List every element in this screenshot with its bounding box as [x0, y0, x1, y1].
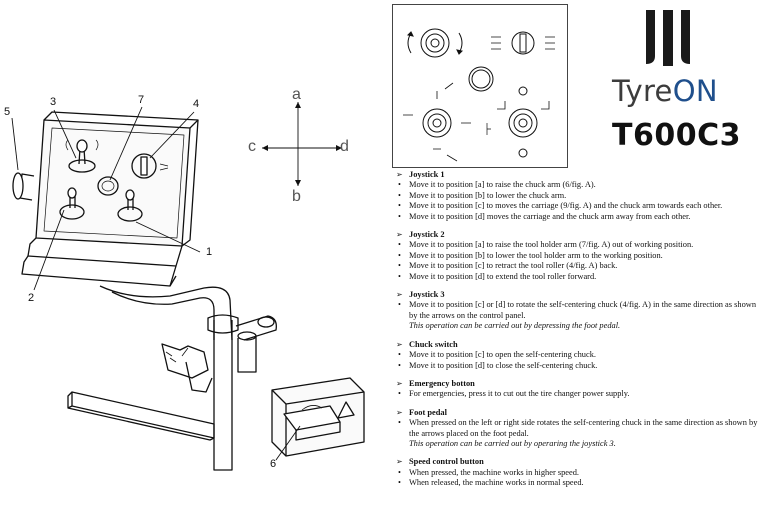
section-title: Chuck switch [396, 340, 766, 351]
section-title: Emergency botton [396, 379, 766, 390]
section-speed-control-button: Speed control button When pressed, the m… [396, 457, 766, 489]
direction-label-c: c [248, 138, 256, 155]
section-emergency-button: Emergency botton For emergencies, press … [396, 379, 766, 400]
callout-6: 6 [270, 458, 277, 470]
callout-5: 5 [4, 106, 11, 118]
model-number: T600C3 [612, 118, 741, 153]
control-panel-figure [392, 4, 568, 168]
control-panel-diagram [403, 28, 555, 162]
section-chuck-switch: Chuck switch Move it to position [c] to … [396, 340, 766, 372]
control-unit-drawing [11, 102, 365, 471]
direction-label-b: b [292, 188, 301, 205]
section-joystick-2: Joystick 2 Move it to position [a] to ra… [396, 230, 766, 282]
section-note: This operation can be carried out by dep… [409, 321, 621, 331]
list-item: Move it to position [c] to retract the t… [396, 261, 766, 272]
list-item: Move it to position [c] to open the self… [396, 350, 766, 361]
callout-7: 7 [138, 94, 145, 106]
list-item: Move it to position [a] to raise the too… [396, 240, 766, 251]
list-item: Move it to position [b] to lower the too… [396, 251, 766, 262]
section-title: Speed control button [396, 457, 766, 468]
instructions: Joystick 1 Move it to position [a] to ra… [396, 170, 766, 497]
list-item: Move it to position [d] moves the carria… [396, 212, 766, 223]
section-note: This operation can be carried out by ope… [409, 438, 616, 448]
section-joystick-3: Joystick 3 Move it to position [c] or [d… [396, 290, 766, 332]
list-item: For emergencies, press it to cut out the… [396, 389, 766, 400]
callout-3: 3 [50, 96, 57, 108]
list-item: Move it to position [d] to extend the to… [396, 272, 766, 283]
callout-2: 2 [28, 292, 35, 304]
tyreon-logo-icon [646, 10, 690, 66]
section-foot-pedal: Foot pedal When pressed on the left or r… [396, 408, 766, 450]
list-item: When pressed, the machine works in highe… [396, 468, 766, 479]
list-item: Move it to position [a] to raise the chu… [396, 180, 766, 191]
list-item: Move it to position [d] to close the sel… [396, 361, 766, 372]
direction-label-a: a [292, 86, 301, 103]
section-title: Foot pedal [396, 408, 766, 419]
list-item: Move it to position [b] to lower the chu… [396, 191, 766, 202]
list-item: Move it to position [c] or [d] to rotate… [396, 300, 766, 321]
callout-1: 1 [206, 246, 213, 258]
brand-name-main: Tyre [612, 74, 673, 108]
brand-name-accent: ON [672, 74, 718, 108]
section-joystick-1: Joystick 1 Move it to position [a] to ra… [396, 170, 766, 222]
section-title: Joystick 2 [396, 230, 766, 241]
brand-name: TyreON [612, 74, 718, 108]
section-title: Joystick 1 [396, 170, 766, 181]
direction-label-d: d [340, 138, 349, 155]
callout-4: 4 [193, 98, 200, 110]
list-item: When pressed on the left or right side r… [396, 418, 766, 439]
list-item: Move it to position [c] to moves the car… [396, 201, 766, 212]
list-item: When released, the machine works in norm… [396, 478, 766, 489]
section-title: Joystick 3 [396, 290, 766, 301]
